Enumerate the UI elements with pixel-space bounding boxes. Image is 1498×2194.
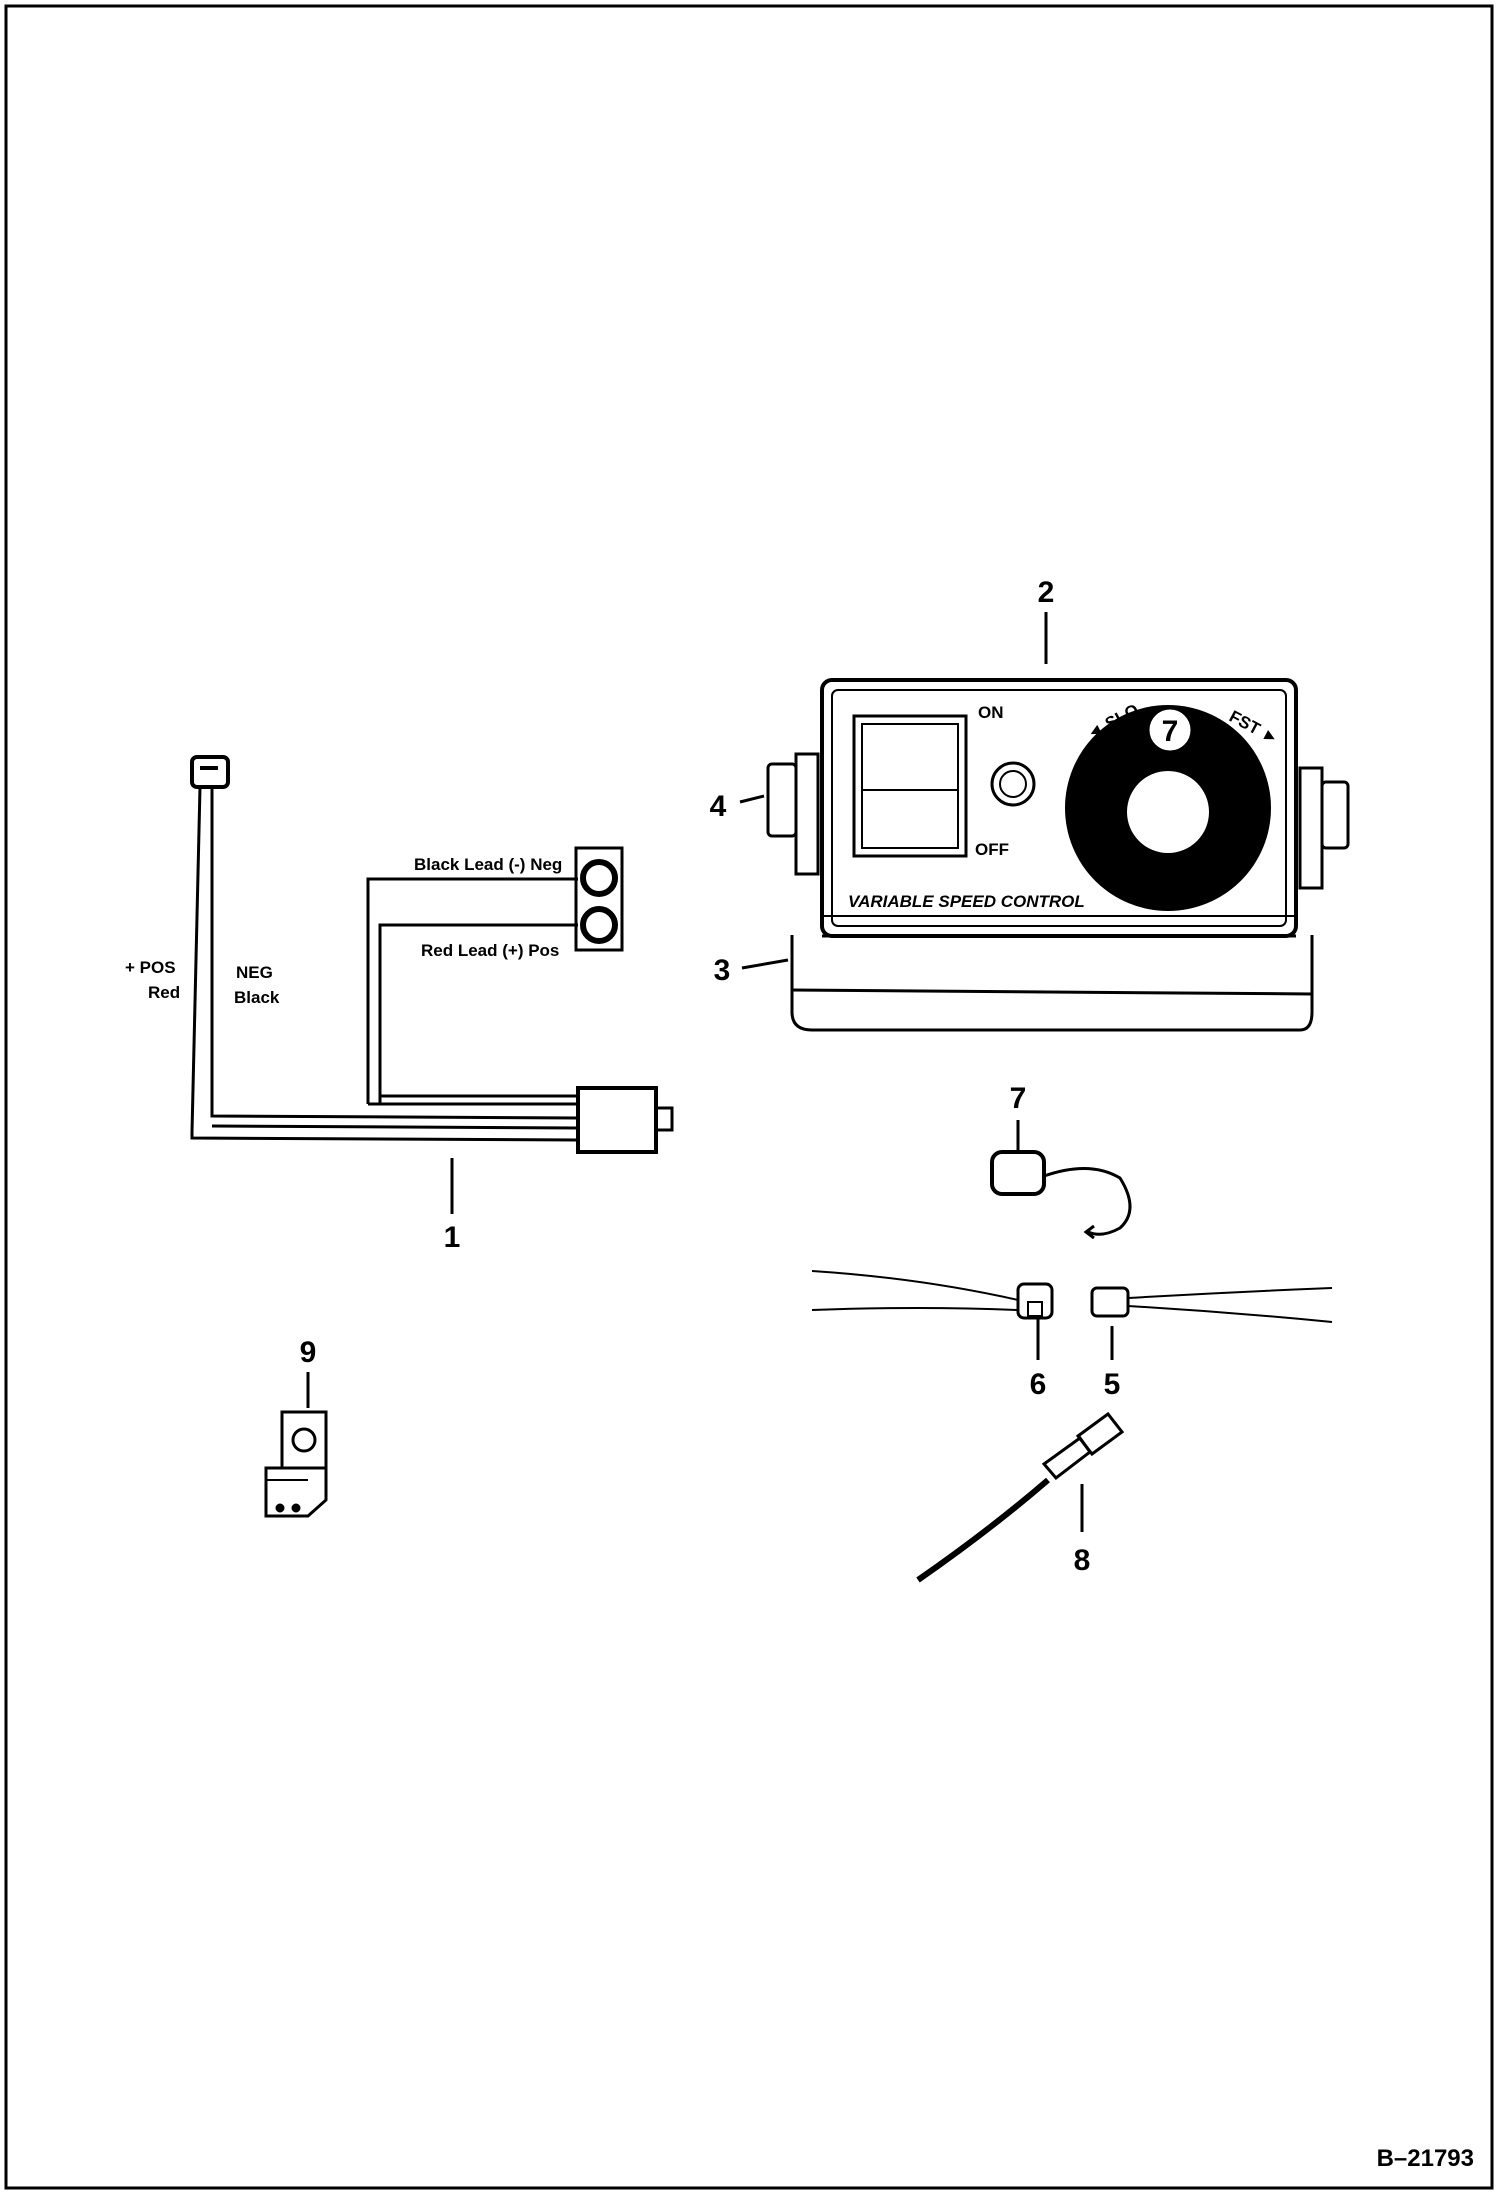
callout-1: 1 <box>444 1221 461 1254</box>
pos-label: + POS <box>125 958 176 977</box>
mounting-bracket <box>264 1410 328 1518</box>
callout-4: 4 <box>710 790 727 823</box>
figure-id: B–21793 <box>1377 2145 1474 2172</box>
panel-title: VARIABLE SPEED CONTROL <box>848 892 1085 911</box>
panel-off-label: OFF <box>975 840 1009 859</box>
callout-7: 7 <box>1010 1082 1027 1115</box>
terminal-lead <box>916 1411 1125 1583</box>
callout-9: 9 <box>300 1336 317 1369</box>
neg-color-label: Black <box>234 988 280 1007</box>
callout-5: 5 <box>1104 1368 1121 1401</box>
callout-6: 6 <box>1030 1368 1047 1401</box>
cap-with-tether <box>990 1150 1132 1240</box>
wiring-harness <box>190 755 674 1154</box>
callout-3: 3 <box>714 954 731 987</box>
callout-2: 2 <box>1038 576 1055 609</box>
neg-label: NEG <box>236 963 273 982</box>
control-box <box>766 678 1350 1032</box>
callout-8: 8 <box>1074 1544 1091 1577</box>
leader-lines <box>306 612 1114 1532</box>
black-lead-label: Black Lead (-) Neg <box>414 855 562 874</box>
panel-on-label: ON <box>978 703 1004 722</box>
frame-border <box>4 4 1494 2190</box>
connector-pair <box>811 1270 1333 1323</box>
pos-color-label: Red <box>148 983 180 1002</box>
red-lead-label: Red Lead (+) Pos <box>421 941 559 960</box>
speed-dial: 7 <box>1065 705 1271 911</box>
knob-number-7: 7 <box>1162 715 1179 748</box>
